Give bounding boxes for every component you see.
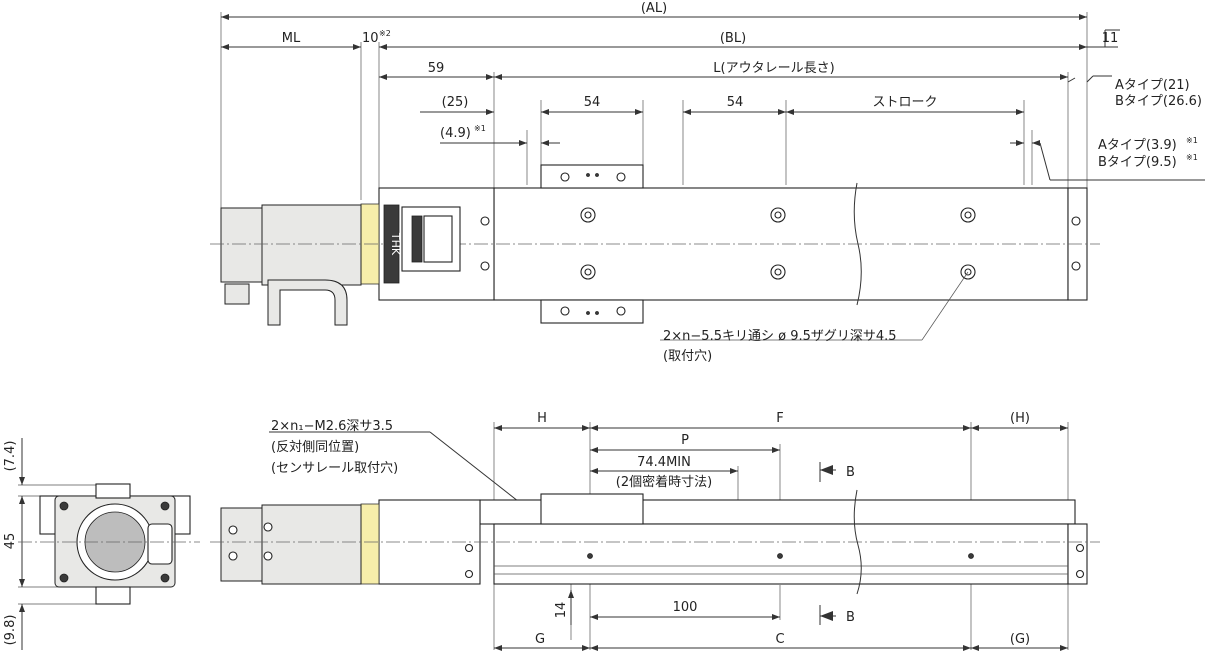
dim-f: F — [776, 411, 783, 426]
note-1-mark-a: ※1 — [474, 124, 486, 133]
side-slider — [540, 493, 644, 525]
dim-9-8: (9.8) — [3, 615, 18, 646]
dim-14: 14 — [554, 602, 569, 619]
mounting-holes — [480, 207, 1081, 280]
top-view: THK (AL) ML 10 ※2 (BL) 11 59 L(アウタレール長さ — [210, 1, 1205, 364]
dim-g: G — [535, 632, 545, 647]
dim-54-b: 54 — [727, 95, 744, 110]
side-dimension-lines — [269, 425, 1068, 651]
top-dimension-lines — [221, 14, 1205, 181]
side-end-cap — [1067, 523, 1088, 585]
dim-l-outer: L(アウタレール長さ) — [713, 61, 834, 76]
thk-logo-text: THK — [389, 232, 402, 256]
note-1-mark-c: ※1 — [1186, 153, 1198, 162]
sensor-note-2: (反対側同位置) — [271, 440, 359, 455]
dim-h: H — [537, 411, 547, 426]
dim-11: 11 — [1102, 31, 1119, 46]
side-dimension-labels: H F (H) P 74.4MIN (2個密着時寸法) B B 14 100 G… — [271, 411, 1030, 647]
dim-stroke: ストローク — [872, 95, 937, 110]
top-extension-lines — [220, 12, 1088, 208]
section-b-upper: B — [846, 465, 855, 480]
a-type-39: Aタイプ(3.9) — [1098, 138, 1177, 153]
dim-59: 59 — [428, 61, 445, 76]
end-view: (7.4) 45 (9.8) — [3, 438, 200, 650]
dim-74-4-min: 74.4MIN — [637, 455, 691, 470]
dim-4-9: (4.9) — [440, 126, 471, 141]
side-motor-body — [261, 504, 362, 585]
b-type-266: Bタイプ(26.6) — [1115, 94, 1202, 109]
side-view: H F (H) P 74.4MIN (2個密着時寸法) B B 14 100 G… — [210, 411, 1100, 651]
motor-end — [220, 207, 263, 283]
b-type-95: Bタイプ(9.5) — [1098, 155, 1177, 170]
side-coupling — [360, 503, 380, 585]
dim-p: P — [681, 433, 689, 448]
dim-c: C — [775, 632, 784, 647]
note-2-mark: ※2 — [379, 29, 391, 38]
dim-h-paren: (H) — [1010, 411, 1030, 426]
slider-top — [540, 164, 644, 189]
motor-cable — [267, 279, 348, 326]
slider-bottom — [540, 299, 644, 324]
section-b-lower: B — [846, 610, 855, 625]
break-line — [853, 182, 862, 306]
dim-ml: ML — [282, 31, 301, 46]
side-motor-end — [220, 507, 263, 582]
dim-7-4: (7.4) — [3, 441, 18, 472]
dim-al: (AL) — [641, 1, 667, 16]
sensor-note-1: 2×n₁−M2.6深サ3.5 — [271, 419, 393, 434]
dim-100: 100 — [673, 600, 698, 615]
thk-logo-plate — [383, 204, 400, 284]
dim-g-paren: (G) — [1010, 632, 1030, 647]
top-dimension-labels: (AL) ML 10 ※2 (BL) 11 59 L(アウタレール長さ) Aタイ… — [282, 1, 1202, 364]
dim-bl: (BL) — [720, 31, 746, 46]
dim-25: (25) — [442, 95, 469, 110]
dim-min-note: (2個密着時寸法) — [616, 474, 712, 490]
sensor-note-3: (センサレール取付穴) — [271, 461, 398, 476]
dim-45: 45 — [3, 533, 18, 550]
note-1-mark-b: ※1 — [1186, 136, 1198, 145]
motor-connector — [224, 283, 250, 305]
hole-note-2: (取付穴) — [663, 349, 712, 364]
dim-10: 10 — [362, 31, 379, 46]
dim-54-a: 54 — [584, 95, 601, 110]
hole-note: 2×n−5.5キリ通シ ø 9.5ザグリ深サ4.5 — [663, 329, 897, 344]
a-type-21: Aタイプ(21) — [1115, 78, 1190, 93]
motor-body — [261, 204, 362, 286]
